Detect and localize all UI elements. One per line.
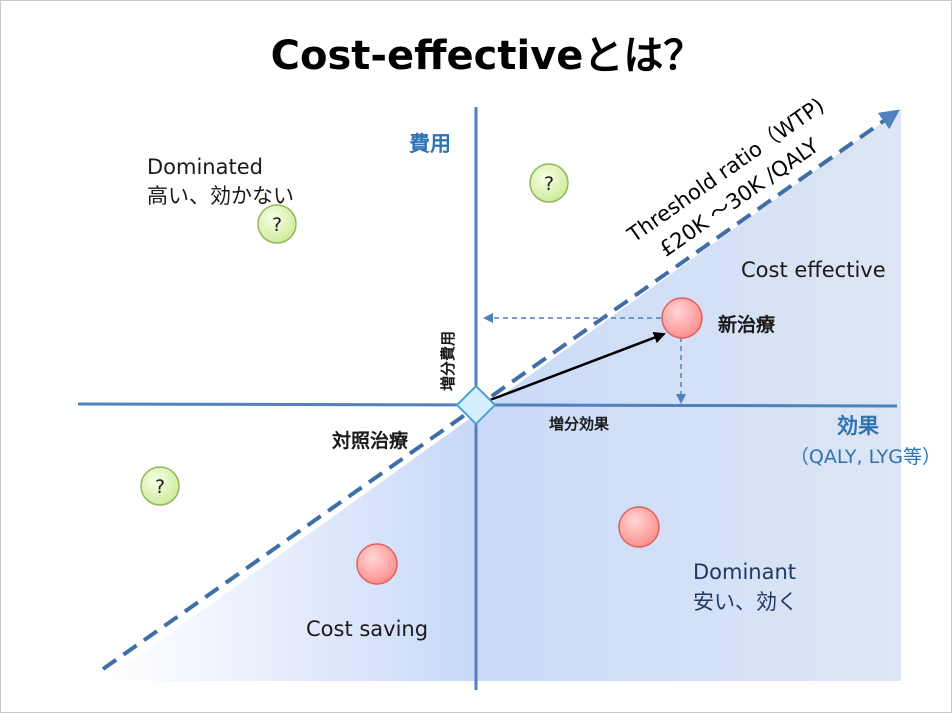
x-axis-label: 効果	[837, 414, 879, 438]
cost-effective-label: Cost effective	[741, 258, 886, 282]
svg-text:?: ?	[155, 476, 165, 498]
dominant-sub: 安い、効く	[693, 590, 798, 614]
comparator-diamond	[455, 384, 497, 426]
dominated-sub: 高い、効かない	[147, 184, 294, 208]
cost-saving-point	[356, 543, 398, 585]
x-axis-sublabel: （QALY, LYG等）	[790, 446, 941, 468]
unknown-point-upper: ?	[529, 163, 569, 203]
cost-saving-label: Cost saving	[306, 617, 428, 641]
unknown-point-lower-left: ?	[140, 466, 180, 506]
svg-text:?: ?	[272, 214, 282, 236]
svg-text:?: ?	[544, 173, 554, 195]
incremental-arrow	[476, 331, 666, 407]
new-treatment-label: 新治療	[718, 313, 776, 336]
dominated-title: Dominated	[147, 155, 263, 179]
unknown-point-dominated: ?	[257, 204, 297, 244]
comparator-label: 対照治療	[331, 429, 409, 452]
y-axis-label: 費用	[409, 132, 451, 156]
threshold-line	[101, 109, 900, 671]
page-title: Cost-effectiveとは？	[271, 33, 704, 79]
dominant-point	[618, 506, 660, 548]
incremental-effect-label: 増分効果	[549, 415, 610, 433]
incremental-cost-label: 増分費用	[439, 331, 457, 391]
new-treatment-point	[661, 297, 703, 339]
dominant-title: Dominant	[693, 560, 796, 584]
